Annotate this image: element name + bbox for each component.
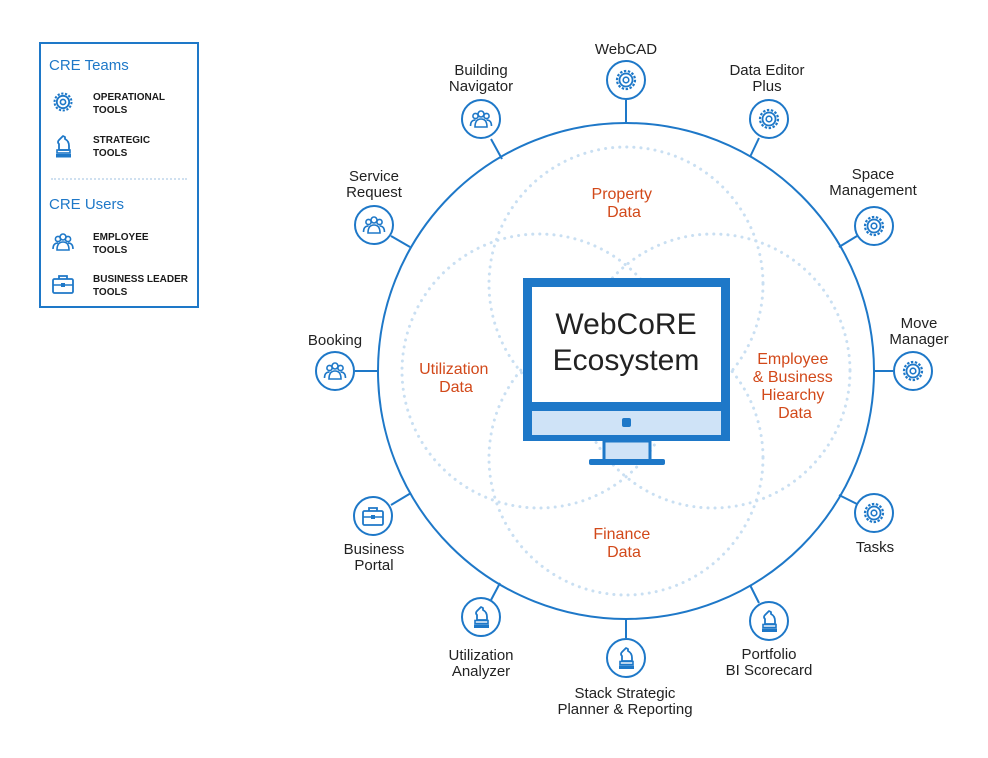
monitor-base: [589, 459, 665, 465]
connector-line: [749, 137, 760, 158]
finance-data-label: Finance Data: [593, 526, 654, 561]
connector-line: [490, 582, 501, 601]
monitor-screen: [532, 287, 721, 402]
legend-item-strategic: STRATEGIC TOOLS: [51, 133, 191, 163]
legend-item-employee: EMPLOYEE TOOLS: [51, 230, 191, 260]
connector-line: [490, 138, 503, 160]
node-webcad: WebCAD: [595, 41, 657, 123]
node-circle: [854, 493, 894, 533]
briefcase-icon: [52, 275, 74, 294]
node-label-tasks: Tasks: [856, 539, 894, 556]
center-title-line1: WebCoRE: [555, 308, 696, 341]
property-data-circle: [487, 145, 765, 423]
node-circle: [749, 99, 789, 139]
legend-operational-line1: OPERATIONAL: [93, 92, 166, 103]
power-button-icon: [622, 418, 631, 427]
connector-line: [838, 494, 858, 505]
monitor-neck: [602, 439, 652, 464]
node-circle: [749, 601, 789, 641]
node-circle: [893, 351, 933, 391]
legend-strategic-line1: STRATEGIC: [93, 135, 151, 146]
node-label-booking: Booking: [308, 332, 362, 349]
legend-employee-line2: TOOLS: [93, 245, 128, 256]
monitor: WebCoRE Ecosystem: [523, 278, 730, 465]
node-booking: Booking: [308, 332, 378, 391]
legend-divider: [51, 178, 187, 180]
chess-knight-icon: [56, 135, 71, 158]
node-label-webcad: WebCAD: [595, 41, 657, 58]
employee-data-label: Employee & Business Hiearchy Data: [753, 351, 838, 422]
gear-icon: [53, 92, 73, 112]
legend-item-operational: OPERATIONAL TOOLS: [51, 90, 191, 120]
property-data-label: Property Data: [592, 186, 657, 221]
legend: CRE Teams OPERATIONAL TOOLS STRATEGIC TO…: [39, 42, 199, 308]
node-circle: [606, 638, 646, 678]
legend-business-line2: TOOLS: [93, 287, 128, 298]
legend-operational-line2: TOOLS: [93, 105, 128, 116]
people-icon: [52, 233, 74, 251]
legend-teams-title: CRE Teams: [49, 57, 129, 74]
legend-item-business-leader: BUSINESS LEADER TOOLS: [51, 272, 191, 302]
utilization-data-label: Utilization Data: [419, 361, 493, 396]
connector-line: [749, 584, 760, 604]
legend-business-line1: BUSINESS LEADER: [93, 274, 189, 285]
employee-data-circle: [574, 232, 852, 510]
legend-strategic-line2: TOOLS: [93, 148, 128, 159]
legend-users-title: CRE Users: [49, 196, 125, 213]
node-tasks: Tasks: [838, 493, 894, 556]
legend-employee-line1: EMPLOYEE: [93, 232, 149, 243]
connector-line: [390, 492, 412, 506]
center-title-line2: Ecosystem: [553, 344, 700, 377]
node-circle: [854, 206, 894, 246]
connector-line: [838, 235, 858, 248]
connector-line: [390, 235, 411, 248]
node-circle: [461, 597, 501, 637]
node-circle: [606, 60, 646, 100]
